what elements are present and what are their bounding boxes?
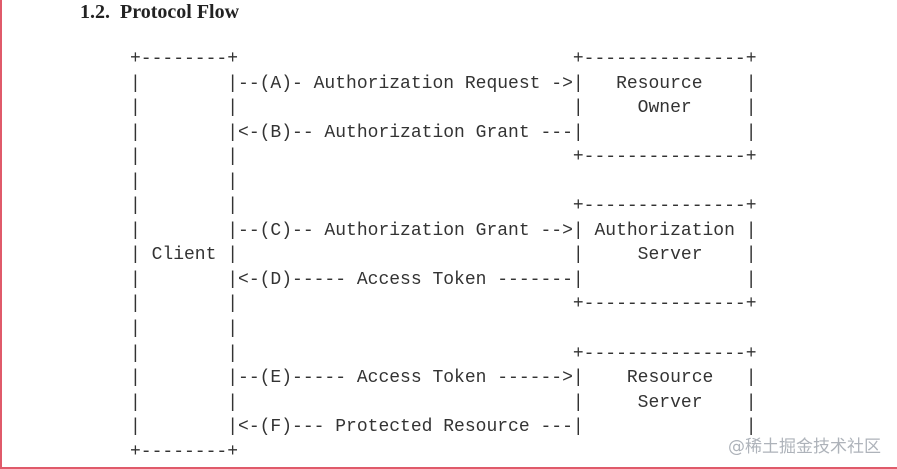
diagram-line: +--------+ xyxy=(130,441,239,462)
diagram-line: | |<-(B)-- Authorization Grant ---| | xyxy=(130,122,757,143)
diagram-line: | | +---------------+ xyxy=(130,294,757,315)
diagram-line: | | | Owner | xyxy=(130,98,757,119)
watermark: @稀土掘金技术社区 xyxy=(728,437,881,457)
diagram-line: | | +---------------+ xyxy=(130,343,757,364)
diagram-line: | |--(C)-- Authorization Grant -->| Auth… xyxy=(130,220,757,241)
diagram-line: | Client | | Server | xyxy=(130,245,757,266)
diagram-line: | | +---------------+ xyxy=(130,147,757,168)
diagram-line: | | +---------------+ xyxy=(130,196,757,217)
diagram-line: | |<-(D)----- Access Token -------| | xyxy=(130,269,757,290)
diagram-line: | |--(A)- Authorization Request ->| Reso… xyxy=(130,73,757,94)
protocol-flow-diagram: +--------+ +---------------+ | |--(A)- A… xyxy=(130,47,757,464)
diagram-line: | | xyxy=(130,319,239,340)
section-heading: 1.2. Protocol Flow xyxy=(80,1,240,23)
diagram-line: | |--(E)----- Access Token ------>| Reso… xyxy=(130,368,757,389)
diagram-line: +--------+ +---------------+ xyxy=(130,49,757,69)
diagram-line: | | xyxy=(130,171,239,192)
diagram-line: | | | Server | xyxy=(130,392,757,413)
diagram-line: | |<-(F)--- Protected Resource ---| | xyxy=(130,417,757,438)
